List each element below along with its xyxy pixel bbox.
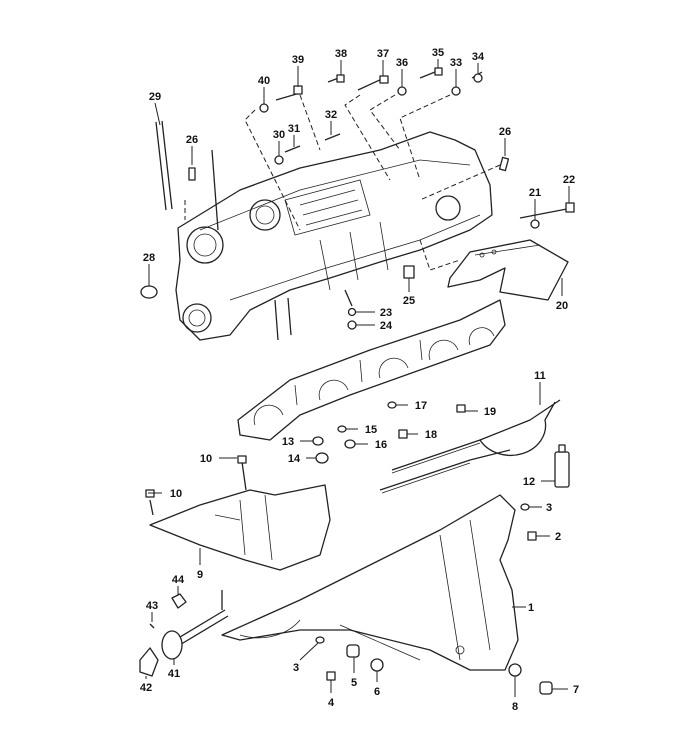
callout-12: 12 — [523, 476, 535, 488]
callout-3: 3 — [546, 502, 552, 514]
stud-29 — [155, 120, 173, 211]
callout-13: 13 — [282, 436, 294, 448]
callout-11: 11 — [534, 370, 546, 382]
callout-6: 6 — [374, 686, 380, 698]
callout-41: 41 — [168, 668, 180, 680]
callout-14: 14 — [288, 453, 301, 465]
callout-28: 28 — [143, 252, 155, 264]
callout-42: 42 — [140, 682, 152, 694]
oil-pan-1 — [221, 494, 519, 671]
callout-44: 44 — [172, 574, 185, 586]
oil-pan-upper-9 — [149, 484, 331, 571]
callout-32: 32 — [325, 109, 337, 121]
callout-10b: 10 — [170, 488, 182, 500]
callout-20: 20 — [556, 300, 568, 312]
callout-39: 39 — [292, 54, 304, 66]
callout-4: 4 — [328, 697, 335, 709]
callout-15: 15 — [365, 424, 377, 436]
callout-16: 16 — [375, 439, 387, 451]
plug-28 — [140, 285, 158, 299]
callout-7: 7 — [573, 684, 579, 696]
gasket-11 — [379, 399, 561, 494]
callout-43: 43 — [146, 600, 158, 612]
callout-22: 22 — [563, 174, 575, 186]
leader-lines — [145, 59, 570, 697]
callout-18: 18 — [425, 429, 437, 441]
callout-labels: 29 26 40 39 38 37 36 35 33 34 30 31 32 2… — [140, 47, 579, 713]
callout-29: 29 — [149, 91, 161, 103]
sealant-tube-12 — [554, 451, 570, 488]
callout-36: 36 — [396, 57, 408, 69]
callout-9: 9 — [197, 569, 203, 581]
callout-1: 1 — [528, 602, 534, 614]
callout-31: 31 — [288, 123, 300, 135]
bolts-upper — [275, 69, 573, 219]
callout-21: 21 — [529, 187, 541, 199]
callout-26: 26 — [186, 134, 198, 146]
callout-5: 5 — [351, 677, 357, 689]
callout-37: 37 — [377, 48, 389, 60]
callout-38: 38 — [335, 48, 347, 60]
callout-3b: 3 — [293, 662, 299, 674]
callout-19: 19 — [484, 406, 496, 418]
sleeve-25 — [403, 265, 415, 279]
bearing-carrier — [237, 299, 506, 441]
callout-40: 40 — [258, 75, 270, 87]
oil-pickup-41 — [139, 590, 229, 677]
callout-26b: 26 — [499, 126, 511, 138]
callout-10: 10 — [200, 453, 212, 465]
callout-23: 23 — [380, 307, 392, 319]
crankcase-block — [175, 131, 493, 341]
baffle-plate-20 — [447, 239, 569, 301]
callout-8: 8 — [512, 701, 518, 713]
callout-25: 25 — [403, 295, 415, 307]
dowel-26b — [498, 156, 510, 172]
callout-30: 30 — [273, 129, 285, 141]
dowel-26 — [188, 167, 196, 181]
callout-24: 24 — [380, 320, 393, 332]
callout-35: 35 — [432, 47, 444, 59]
callout-2: 2 — [555, 531, 561, 543]
callout-33: 33 — [450, 57, 462, 69]
callout-17: 17 — [415, 400, 427, 412]
callout-34: 34 — [472, 51, 485, 63]
